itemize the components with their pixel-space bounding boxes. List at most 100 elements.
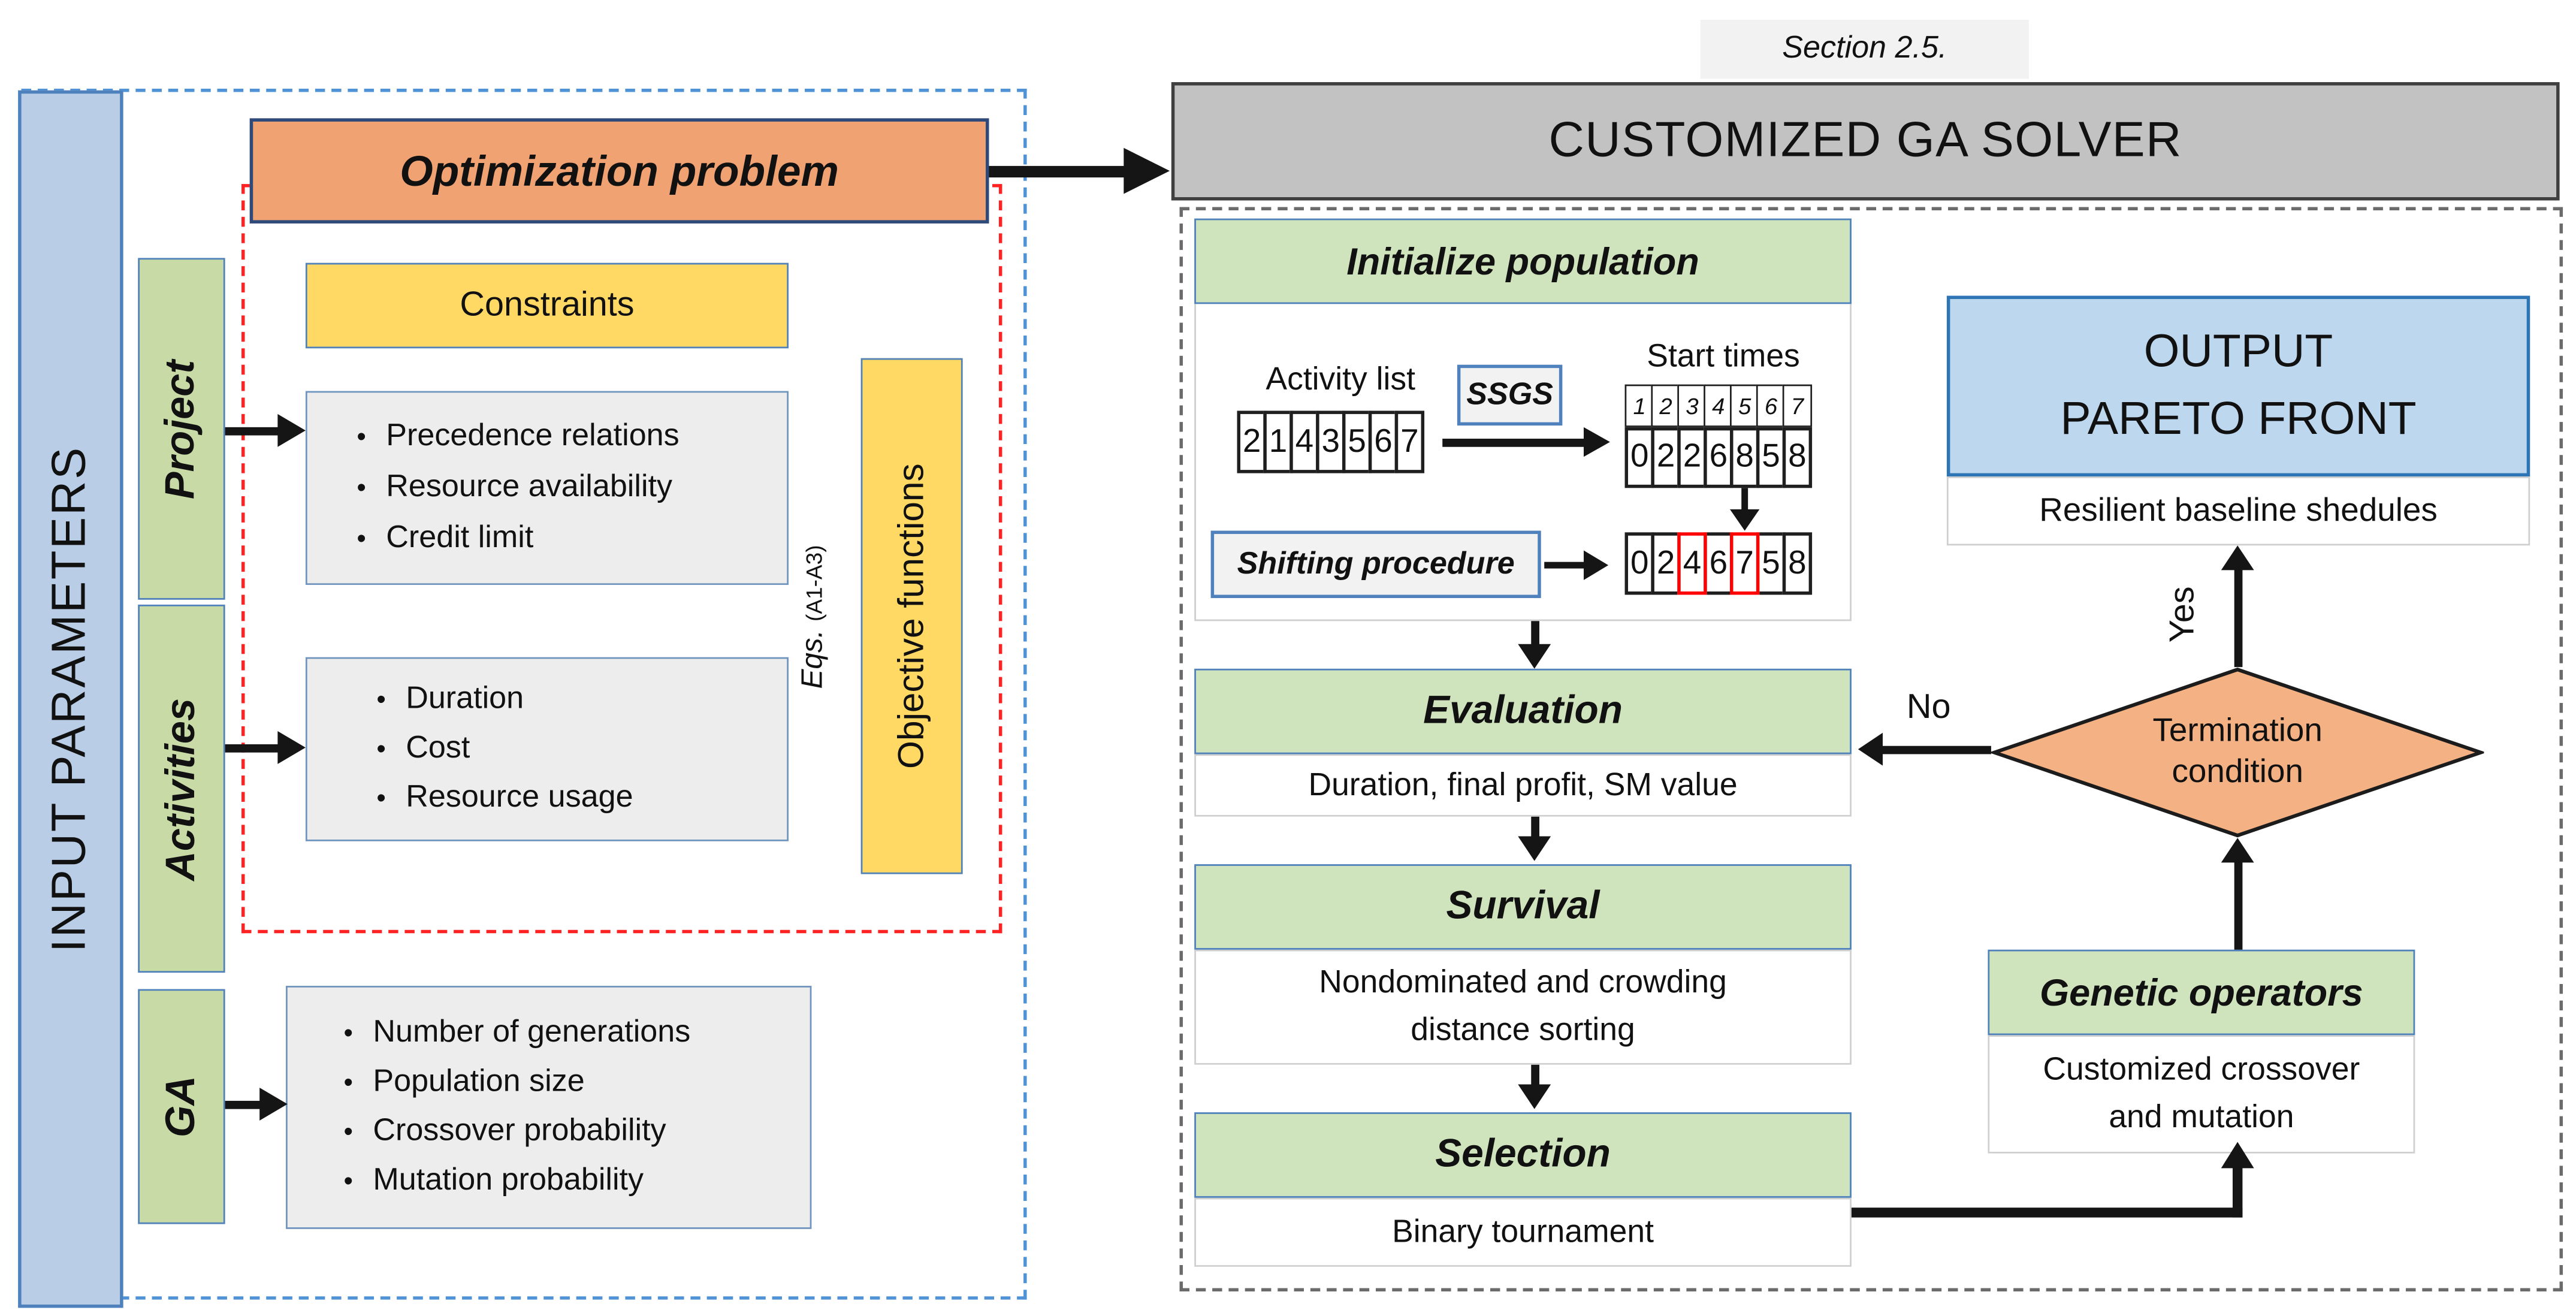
yes-label-box: Yes: [2162, 562, 2204, 667]
bullet-text: Resource availability: [386, 470, 673, 505]
bullet-item: Mutation probability: [324, 1163, 810, 1199]
genetic-operators-body-text: Customized crossover and mutation: [2043, 1051, 2360, 1136]
shifted-cell: 8: [1782, 532, 1813, 595]
evaluation-label: Evaluation: [1423, 688, 1623, 733]
arrow-go-diamond-head: [2220, 838, 2254, 863]
arrow-ga-head: [259, 1088, 288, 1121]
bullet-icon: [324, 1114, 373, 1150]
bullet-icon: [357, 731, 406, 767]
start-time-cell: 6: [1704, 427, 1734, 488]
no-label-box: No: [1883, 684, 1975, 733]
eqs-annotation: Eqs. (A1-A3): [775, 427, 851, 805]
activities-label: Activities: [158, 697, 204, 880]
bullet-item: Duration: [357, 682, 787, 718]
genetic-operators-header: Genetic operators: [1988, 949, 2415, 1036]
arrow-start-times-down-head: [1730, 509, 1760, 531]
bullet-icon: [324, 1015, 373, 1051]
constraints-box: Constraints: [305, 262, 789, 349]
shifted-cell-highlighted: 4: [1677, 532, 1707, 595]
yes-label: Yes: [2163, 586, 2201, 643]
bullet-item: Resource availability: [337, 470, 787, 506]
arrow-eval-surv-line: [1530, 816, 1539, 840]
arrow-sel-go-vline: [2232, 1166, 2243, 1218]
arrow-ssgs-line: [1442, 439, 1587, 446]
output-pareto-box: OUTPUT PARETO FRONT: [1946, 295, 2530, 477]
shifted-cell: 0: [1624, 532, 1654, 595]
bullet-icon: [357, 682, 406, 718]
arrow-sel-go-head: [2220, 1142, 2254, 1169]
arrow-shift-head: [1583, 550, 1609, 579]
activity-cell: 3: [1316, 410, 1346, 473]
initialize-population-panel: Initialize population Activity list 2 1 …: [1194, 218, 1852, 621]
eqs-reference: (A1-A3): [802, 544, 828, 621]
arrow-activities-line: [225, 743, 280, 752]
bullet-icon: [324, 1065, 373, 1101]
arrow-sel-go-hline: [1851, 1208, 2243, 1218]
bullet-item: Resource usage: [357, 780, 787, 816]
activity-cell: 6: [1368, 410, 1399, 473]
ga-bullets-box: Number of generations Population size Cr…: [286, 986, 812, 1229]
survival-body: Nondominated and crowding distance sorti…: [1194, 949, 1852, 1065]
arrow-yes-line: [2233, 568, 2242, 668]
shifted-cell: 6: [1704, 532, 1734, 595]
slot-cell: 5: [1730, 384, 1760, 427]
slot-cell: 4: [1704, 384, 1734, 427]
start-time-cell: 2: [1651, 427, 1681, 488]
arrow-project-line: [225, 426, 280, 435]
section-label: Section 2.5.: [1782, 31, 1947, 66]
bullet-icon: [337, 521, 386, 557]
genetic-operators-body: Customized crossover and mutation: [1988, 1035, 2415, 1154]
activity-cell: 7: [1394, 410, 1425, 473]
selection-header: Selection: [1194, 1112, 1852, 1198]
evaluation-header: Evaluation: [1194, 668, 1852, 754]
activity-cell: 1: [1263, 410, 1293, 473]
start-time-cell: 2: [1677, 427, 1707, 488]
activity-list-label-text: Activity list: [1266, 360, 1415, 397]
arrow-activities-head: [277, 731, 306, 764]
bullet-text: Cost: [406, 731, 470, 766]
bullet-text: Resource usage: [406, 780, 633, 815]
arrow-ga-line: [225, 1100, 263, 1109]
arrow-project-head: [277, 413, 306, 447]
bullet-text: Duration: [406, 681, 524, 717]
input-parameters-label: INPUT PARAMETERS: [43, 446, 96, 953]
bullet-item: Population size: [324, 1065, 810, 1101]
evaluation-body: Duration, final profit, SM value: [1194, 754, 1852, 817]
arrow-start-times-down-line: [1740, 488, 1748, 513]
optimization-problem-label: Optimization problem: [400, 145, 839, 195]
initialize-population-header: Initialize population: [1194, 218, 1852, 304]
activity-cell: 5: [1342, 410, 1372, 473]
bullet-text: Credit limit: [386, 521, 534, 556]
bullet-icon: [357, 780, 406, 816]
activity-cell: 2: [1237, 410, 1267, 473]
bullet-text: Precedence relations: [386, 419, 680, 454]
objective-functions-box: Objective functions: [860, 358, 963, 874]
start-time-cell: 8: [1730, 427, 1760, 488]
arrow-surv-sel-head: [1517, 1084, 1550, 1109]
bullet-text: Population size: [373, 1064, 585, 1100]
start-time-cell: 8: [1782, 427, 1813, 488]
constraints-label: Constraints: [460, 286, 635, 324]
diamond-shape-icon: [1989, 668, 2487, 838]
activity-cell: 4: [1289, 410, 1319, 473]
termination-label-line2: condition: [2172, 754, 2303, 790]
genetic-operators-label: Genetic operators: [2040, 970, 2363, 1013]
start-times-header-row: 1 2 3 4 5 6 7: [1624, 384, 1813, 427]
arrow-init-eval-line: [1530, 621, 1539, 648]
selection-label: Selection: [1435, 1132, 1611, 1177]
project-label: Project: [158, 359, 204, 499]
termination-label-line1: Termination: [2152, 713, 2323, 750]
termination-diamond: Termination condition: [1989, 667, 2487, 838]
eqs-label: Eqs.: [796, 629, 829, 689]
arrow-no-line: [1882, 745, 1991, 754]
category-activities: Activities: [138, 604, 225, 973]
bullet-text: Number of generations: [373, 1015, 691, 1050]
survival-header: Survival: [1194, 864, 1852, 950]
start-times-label: Start times: [1608, 335, 1838, 378]
arrow-yes-head: [2220, 545, 2254, 571]
arrow-eval-surv-head: [1517, 836, 1550, 861]
output-label-line1: OUTPUT: [2143, 325, 2333, 377]
output-label-line2: PARETO FRONT: [2060, 393, 2417, 444]
project-bullets-box: Precedence relations Resource availabili…: [305, 391, 789, 585]
slot-cell: 6: [1756, 384, 1786, 427]
